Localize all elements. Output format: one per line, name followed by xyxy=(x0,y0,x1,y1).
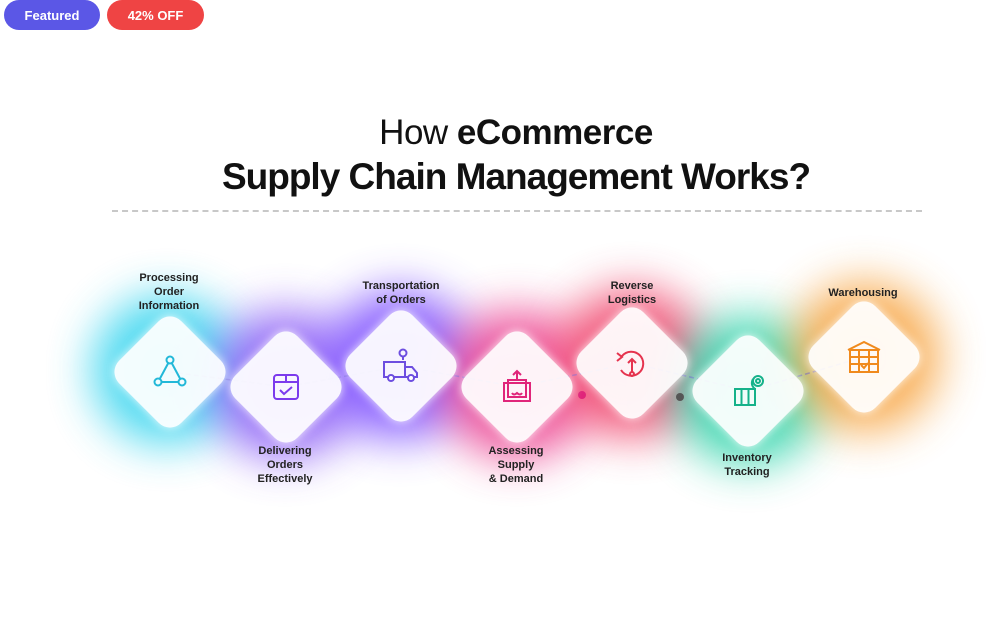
label-line: Tracking xyxy=(724,466,770,478)
label-line: Warehousing xyxy=(828,287,898,299)
featured-badge: Featured xyxy=(4,0,100,30)
label-line: Supply xyxy=(497,459,535,471)
delivery-truck-icon xyxy=(383,348,418,382)
label-line: Information xyxy=(138,300,200,312)
label-line: Assessing xyxy=(488,445,544,457)
page-subtitle: Supply Chain Management Works? xyxy=(221,156,811,197)
label-line: Processing xyxy=(139,272,199,284)
title-bold: eCommerce xyxy=(456,113,653,152)
label-line: Order xyxy=(154,286,184,298)
label-line: Orders xyxy=(266,459,304,471)
step-label-6: Inventory Tracking xyxy=(687,451,807,479)
label-line: Reverse xyxy=(610,280,654,292)
discount-badge: 42% OFF xyxy=(107,0,204,30)
package-check-icon xyxy=(273,374,299,400)
step-label-3: Transportation of Orders xyxy=(341,279,461,307)
label-line: of Orders xyxy=(376,294,426,306)
label-line: & Demand xyxy=(488,473,544,485)
label-line: Inventory xyxy=(722,452,772,464)
inventory-tracking-icon xyxy=(734,375,764,406)
network-triangle-icon xyxy=(153,355,187,387)
label-line: Transportation xyxy=(362,280,440,292)
step-label-7: Warehousing xyxy=(803,286,923,300)
label-line: Logistics xyxy=(607,294,657,306)
return-arrow-icon xyxy=(616,350,645,377)
warehouse-icon xyxy=(847,340,881,373)
step-label-1: Processing Order Information xyxy=(109,271,229,313)
label-line: Delivering xyxy=(258,445,312,457)
step-label-5: Reverse Logistics xyxy=(572,279,692,307)
label-line: Effectively xyxy=(257,473,313,485)
step-label-4: Assessing Supply & Demand xyxy=(456,444,576,486)
page-title: How eCommerce xyxy=(0,113,1002,153)
box-upload-icon xyxy=(503,369,531,402)
step-label-2: Delivering Orders Effectively xyxy=(225,444,345,486)
dashed-divider xyxy=(112,210,922,212)
title-light: How xyxy=(379,113,457,152)
